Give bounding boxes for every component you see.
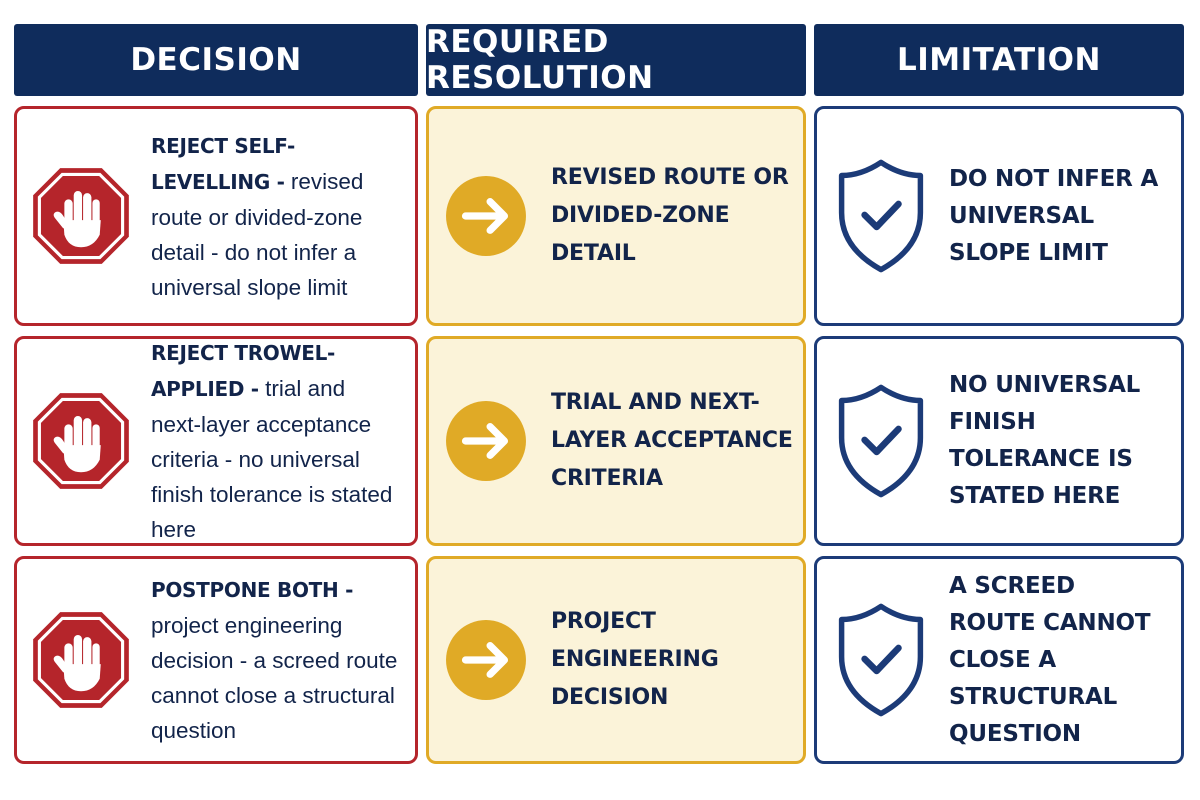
- decision-cell-2: REJECT TROWEL-APPLIED - trial and next-l…: [14, 336, 418, 546]
- resolution-cell-2: TRIAL AND NEXT-LAYER ACCEPTANCE CRITERIA: [426, 336, 806, 546]
- stop-hand-icon: [33, 393, 129, 489]
- arrow-right-icon: [446, 176, 526, 256]
- limitation-text: DO NOT INFER A UNIVERSAL SLOPE LIMIT: [949, 165, 1159, 266]
- decision-detail: revised route or divided-zone detail - d…: [151, 168, 364, 300]
- limitation-text: NO UNIVERSAL FINISH TOLERANCE IS STATED …: [949, 372, 1141, 509]
- resolution-text: PROJECT ENGINEERING DECISION: [551, 609, 719, 710]
- decision-detail: trial and next-layer acceptance criteria…: [151, 376, 393, 542]
- header-required-resolution: REQUIRED RESOLUTION: [426, 24, 806, 96]
- header-decision: DECISION: [14, 24, 418, 96]
- decision-lead: REJECT SELF-LEVELLING -: [151, 133, 296, 194]
- decision-text: POSTPONE BOTH - project engineering deci…: [151, 572, 401, 748]
- limitation-cell-1: DO NOT INFER A UNIVERSAL SLOPE LIMIT: [814, 106, 1184, 326]
- resolution-cell-1: REVISED ROUTE OR DIVIDED-ZONE DETAIL: [426, 106, 806, 326]
- resolution-text: TRIAL AND NEXT-LAYER ACCEPTANCE CRITERIA: [551, 390, 793, 491]
- shield-check-icon: [838, 159, 924, 273]
- decision-table: DECISION REQUIRED RESOLUTION LIMITATION …: [14, 24, 1184, 764]
- decision-cell-3: POSTPONE BOTH - project engineering deci…: [14, 556, 418, 764]
- arrow-right-icon: [446, 401, 526, 481]
- decision-text: REJECT SELF-LEVELLING - revised route or…: [151, 128, 401, 305]
- decision-detail: project engineering decision - a screed …: [151, 613, 398, 743]
- limitation-cell-2: NO UNIVERSAL FINISH TOLERANCE IS STATED …: [814, 336, 1184, 546]
- decision-lead: REJECT TROWEL-APPLIED -: [151, 341, 336, 401]
- header-limitation: LIMITATION: [814, 24, 1184, 96]
- shield-check-icon: [838, 603, 924, 717]
- arrow-right-icon: [446, 620, 526, 700]
- decision-lead: POSTPONE BOTH -: [151, 578, 354, 602]
- shield-check-icon: [838, 384, 924, 498]
- resolution-cell-3: PROJECT ENGINEERING DECISION: [426, 556, 806, 764]
- decision-cell-1: REJECT SELF-LEVELLING - revised route or…: [14, 106, 418, 326]
- decision-text: REJECT TROWEL-APPLIED - trial and next-l…: [151, 335, 401, 547]
- limitation-text: A SCREED ROUTE CANNOT CLOSE A STRUCTURAL…: [949, 572, 1151, 747]
- stop-hand-icon: [33, 168, 129, 264]
- stop-hand-icon: [33, 612, 129, 708]
- limitation-cell-3: A SCREED ROUTE CANNOT CLOSE A STRUCTURAL…: [814, 556, 1184, 764]
- resolution-text: REVISED ROUTE OR DIVIDED-ZONE DETAIL: [551, 165, 789, 266]
